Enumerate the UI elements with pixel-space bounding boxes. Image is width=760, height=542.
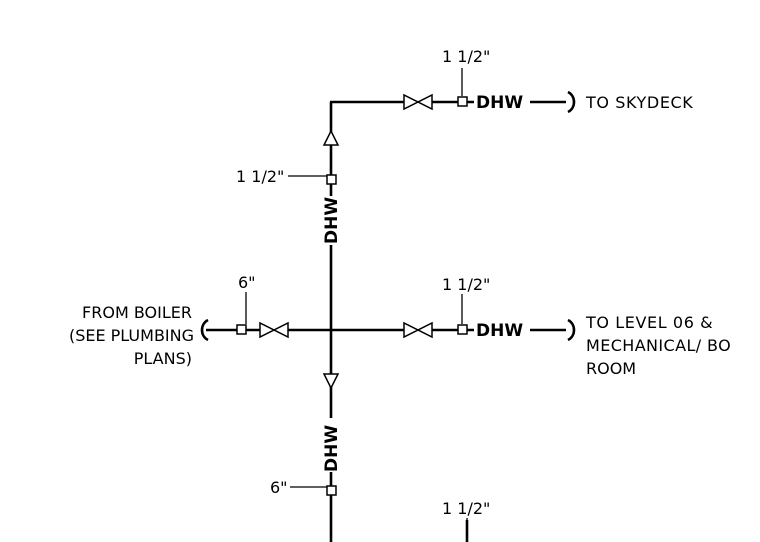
- size-label-boiler: 6": [238, 273, 256, 292]
- gate-valve-icon: [403, 321, 433, 339]
- label-to-level06-line1: TO LEVEL 06 &: [585, 313, 713, 332]
- pipe-break-skydeck-icon: [567, 90, 576, 114]
- label-to-level06-line2: MECHANICAL/ BO: [586, 336, 731, 355]
- gate-valve-icon: [403, 93, 433, 111]
- size-label-skydeck: 1 1/2": [442, 47, 490, 66]
- dhw-tag-riser-upper: DHW: [322, 197, 342, 244]
- flow-arrow-up-icon: [322, 129, 340, 146]
- flow-arrow-down-icon: [322, 373, 340, 390]
- label-from-boiler-line1: FROM BOILER: [82, 303, 192, 322]
- dhw-tag-level06: DHW: [476, 321, 523, 341]
- label-from-boiler-line3: PLANS): [134, 349, 192, 368]
- dhw-tag-riser-lower: DHW: [322, 425, 342, 472]
- size-tag-level06: [457, 294, 468, 335]
- size-label-riser-upper: 1 1/2": [236, 167, 284, 186]
- gate-valve-icon: [259, 321, 289, 339]
- pipe-break-level06-icon: [567, 318, 576, 342]
- label-to-skydeck: TO SKYDECK: [585, 93, 693, 112]
- size-label-bottom-right: 1 1/2": [442, 499, 490, 518]
- size-tag-riser-lower: [290, 485, 337, 496]
- label-from-boiler-line2: (SEE PLUMBING: [69, 326, 194, 345]
- size-tag-skydeck: [457, 68, 468, 107]
- size-label-level06: 1 1/2": [442, 275, 490, 294]
- size-tag-riser-upper: [288, 174, 337, 185]
- pipe-break-boiler-icon: [200, 318, 209, 342]
- dhw-tag-skydeck: DHW: [476, 93, 523, 113]
- label-to-level06-line3: ROOM: [586, 359, 636, 378]
- size-label-riser-lower: 6": [270, 478, 288, 497]
- size-tag-boiler: [236, 292, 247, 335]
